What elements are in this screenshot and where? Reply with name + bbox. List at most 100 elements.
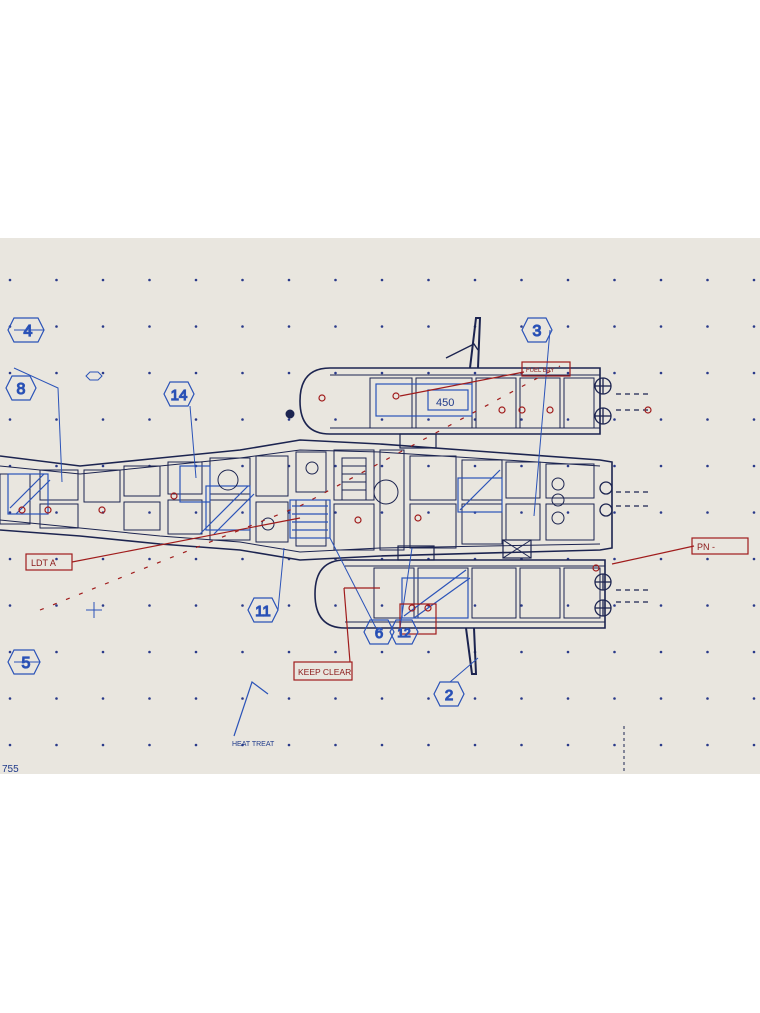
grid-dot [241,557,244,561]
grid-dot [55,743,58,747]
grid-dot [101,418,105,421]
callout-5: 5 [7,649,41,675]
grid-dot [194,371,198,375]
grid-dot [427,743,430,747]
grid-dot [55,604,58,607]
grid-dot [148,418,151,421]
grid-dot [334,325,337,328]
grid-dot [566,650,570,654]
grid-dot [101,743,105,747]
grid-dot [659,464,663,468]
fan-rotor-icon [599,481,613,495]
grid-dot [101,697,105,700]
grid-dot [334,743,337,747]
grid-dot [148,278,151,282]
grid-dot [194,604,198,607]
tag-fuel-label: FUEL BAY [526,368,554,374]
grid-dot [380,418,384,421]
grid-dot [752,371,756,375]
grid-dot [8,371,12,375]
grid-dot [380,697,384,700]
grid-dot [752,650,756,654]
grid-dot [566,464,570,468]
red-tags: LDT A PN - KEEP CLEAR FUEL BAY [25,361,749,681]
grid-dot [241,418,244,421]
callout-4: 4 [7,317,45,343]
grid-dot [566,325,570,328]
grid-dot [659,371,663,375]
grid-dot [706,464,709,468]
grid-dot [287,278,291,282]
crosshair-icon [86,602,102,618]
grid-dot [659,511,663,514]
grid-dot [334,418,337,421]
grid-dot [520,464,523,468]
grid-dot [380,650,384,654]
grid-dot [334,278,337,282]
grid-dot [566,511,570,514]
grid-dot [8,697,12,700]
grid-dot [148,325,151,328]
callout-label: 6 [375,625,383,642]
grid-dot [194,743,198,747]
grid-dot [659,697,663,700]
grid-dot [613,604,616,607]
grid-dot [752,278,756,282]
grid-dot [659,650,663,654]
grid-dot [194,325,198,328]
grid-dot [380,743,384,747]
grid-dot [520,278,523,282]
grid-dot [101,604,105,607]
callout-label: 2 [445,687,453,704]
heat-treat-note: HEAT TREAT [232,741,275,748]
grid-dot [334,650,337,654]
grid-dot [613,418,616,421]
markers [85,371,103,618]
grid-dot [287,325,291,328]
grid-dot [427,371,430,375]
grid-dot [706,278,709,282]
grid-dot [55,418,58,421]
callout-14: 14 [163,381,195,407]
callout-label: 3 [533,323,542,340]
grid-dot [566,697,570,700]
grid-dot [752,464,756,468]
callout-11: 11 [247,597,279,623]
grid-dot [706,371,709,375]
grid-dot [194,557,198,561]
grid-dot [752,604,756,607]
grid-dot [287,371,291,375]
grid-dot [752,557,756,561]
callout-label: 14 [171,387,188,404]
grid-dot [427,278,430,282]
grid-dot [520,418,523,421]
grid-dot [55,325,58,328]
grid-dot [55,371,58,375]
grid-dot [380,604,384,607]
grid-dot [241,604,244,607]
grid-dot [241,650,244,654]
grid-dot [613,371,616,375]
grid-dot [613,325,616,328]
callouts: 4 8 14 3 11 5 6 12 [5,317,553,707]
grid-dot [752,743,756,747]
grid-dot [241,278,244,282]
sheet-reference: 755 [2,764,19,774]
grid-dot [566,418,570,421]
grid-dot [659,604,663,607]
grid-dot [613,650,616,654]
grid-dot [752,418,756,421]
grid-dot [566,371,570,375]
grid-dot [473,371,477,375]
grid-dot [8,650,12,654]
grid-dot [473,743,477,747]
grid-dot [8,743,12,747]
grid-dot [55,464,58,468]
grid-dot [194,697,198,700]
grid-dot [380,464,384,468]
grid-dot [241,371,244,375]
grid-dot [520,604,523,607]
callout-label: 8 [17,381,26,398]
grid-dot [148,650,151,654]
tag-fuel: FUEL BAY [521,361,571,377]
